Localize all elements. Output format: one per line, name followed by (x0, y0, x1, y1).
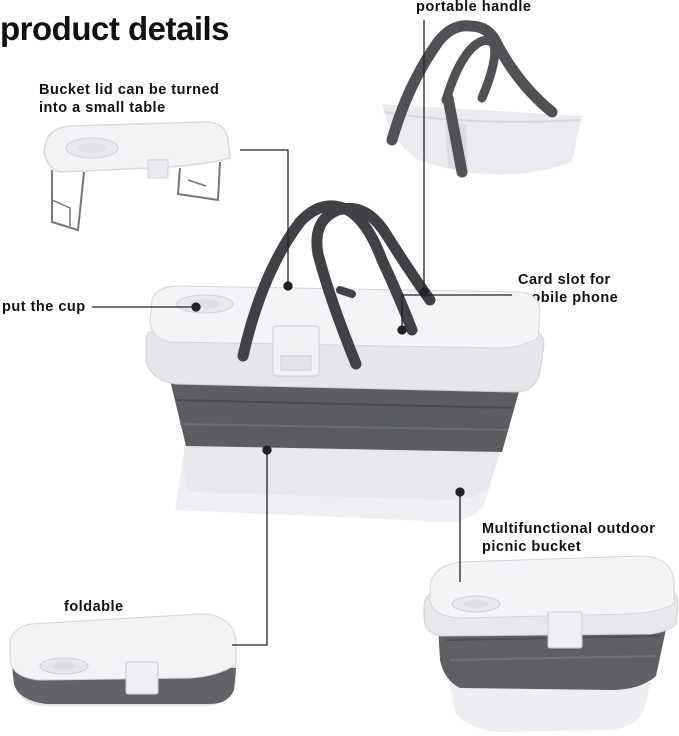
label-portable-handle: portable handle (416, 0, 532, 15)
label-card-slot-line1: Card slot for (518, 272, 611, 288)
label-put-the-cup: put the cup (2, 299, 86, 315)
picnic-bucket-image (423, 555, 679, 732)
label-multifunctional-line2: picnic bucket (482, 539, 582, 555)
label-foldable: foldable (64, 599, 124, 615)
page-title: product details (0, 10, 230, 47)
main-bucket-image (145, 200, 545, 522)
callout-lid (240, 149, 289, 284)
handle-closeup-image (382, 20, 582, 178)
folded-bucket-image (9, 613, 237, 706)
label-lid-line1: Bucket lid can be turned (39, 82, 220, 98)
label-lid-line2: into a small table (39, 100, 166, 116)
lid-table-image (43, 121, 231, 232)
callout-foldable (232, 450, 268, 646)
callout-lines (92, 20, 512, 646)
label-card-slot-line2: mobile phone (518, 290, 619, 306)
label-multifunctional-line1: Multifunctional outdoor (482, 521, 656, 537)
callout-card-slot (401, 294, 512, 330)
